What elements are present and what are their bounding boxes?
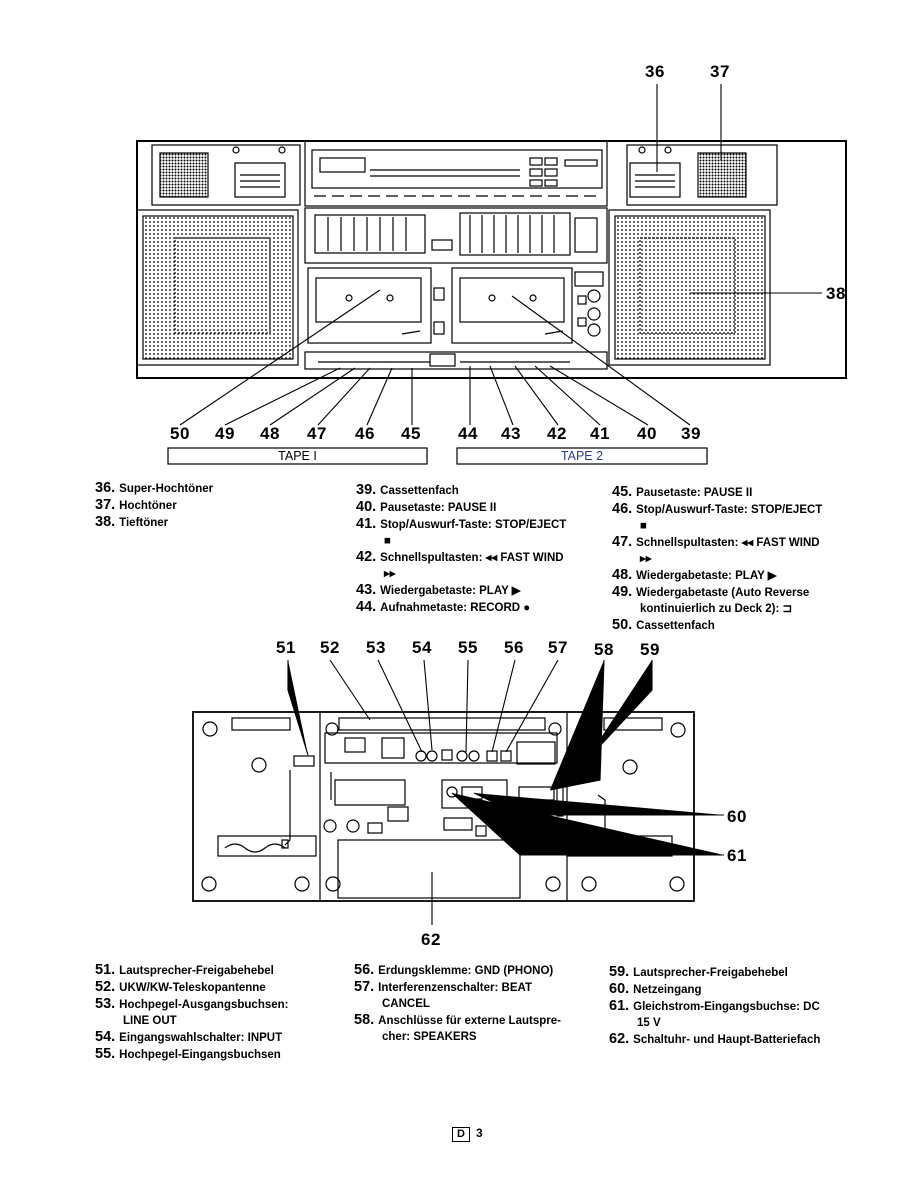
callout-60: 60	[727, 807, 747, 826]
callout-55: 55	[458, 638, 478, 657]
legend-item: 55.Hochpegel-Eingangsbuchsen	[95, 1046, 281, 1062]
language-badge: D	[452, 1127, 470, 1142]
callout-49: 49	[215, 424, 235, 443]
legend-item: 59.Lautsprecher-Freigabehebel	[609, 964, 788, 980]
callout-62: 62	[421, 930, 441, 949]
legend-bottom-col-1: 51.Lautsprecher-Freigabehebel 52.UKW/KW-…	[95, 962, 335, 1063]
legend-item: 52.UKW/KW-Teleskopantenne	[95, 979, 266, 995]
tape-1-label: TAPE I	[278, 449, 317, 463]
callout-44: 44	[458, 424, 478, 443]
callout-47: 47	[307, 424, 327, 443]
front-view-diagram	[136, 84, 847, 465]
legend-bottom-col-2: 56.Erdungsklemme: GND (PHONO) 57.Interfe…	[354, 962, 594, 1045]
callout-38: 38	[826, 284, 846, 303]
legend-top-col-1: 36.Super-Hochtöner 37.Hochtöner 38.Tieft…	[95, 480, 325, 531]
legend-item: 42.Schnellspultasten: ◂◂ FAST WIND▸▸	[356, 549, 564, 580]
legend-item: 36.Super-Hochtöner	[95, 480, 214, 496]
page-number: 3	[476, 1126, 483, 1140]
callout-59: 59	[640, 640, 660, 659]
legend-item: 51.Lautsprecher-Freigabehebel	[95, 962, 274, 978]
callout-42: 42	[547, 424, 567, 443]
callout-53: 53	[366, 638, 386, 657]
legend-item: 48.Wiedergabetaste: PLAY ▶	[612, 567, 777, 583]
callout-61: 61	[727, 846, 747, 865]
callout-51: 51	[276, 638, 296, 657]
legend-top-col-2: 39.Cassettenfach 40.Pausetaste: PAUSE II…	[356, 482, 596, 616]
legend-item: 54.Eingangswahlschalter: INPUT	[95, 1029, 283, 1045]
legend-item: 40.Pausetaste: PAUSE II	[356, 499, 497, 515]
legend-item: 50.Cassettenfach	[612, 617, 715, 633]
callout-48: 48	[260, 424, 280, 443]
legend-item: 38.Tieftöner	[95, 514, 169, 530]
legend-item: 62.Schaltuhr- und Haupt-Batteriefach	[609, 1031, 821, 1047]
callout-54: 54	[412, 638, 432, 657]
rear-view-diagram	[192, 659, 724, 925]
legend-item: 44.Aufnahmetaste: RECORD ●	[356, 599, 531, 615]
callout-41: 41	[590, 424, 610, 443]
legend-item: 53.Hochpegel-Ausgangsbuchsen:LINE OUT	[95, 996, 289, 1027]
legend-item: 60.Netzeingang	[609, 981, 702, 997]
legend-item: 56.Erdungsklemme: GND (PHONO)	[354, 962, 554, 978]
callout-56: 56	[504, 638, 524, 657]
legend-item: 46.Stop/Auswurf-Taste: STOP/EJECT■	[612, 501, 823, 532]
legend-item: 47.Schnellspultasten: ◂◂ FAST WIND▸▸	[612, 534, 820, 565]
legend-bottom-col-3: 59.Lautsprecher-Freigabehebel 60.Netzein…	[609, 964, 859, 1048]
legend-item: 45.Pausetaste: PAUSE II	[612, 484, 753, 500]
tape-2-label: TAPE 2	[560, 449, 604, 463]
legend-item: 39.Cassettenfach	[356, 482, 459, 498]
callout-40: 40	[637, 424, 657, 443]
callout-37: 37	[710, 62, 730, 81]
callout-52: 52	[320, 638, 340, 657]
callout-58: 58	[594, 640, 614, 659]
callout-45: 45	[401, 424, 421, 443]
legend-item: 37.Hochtöner	[95, 497, 177, 513]
callout-50: 50	[170, 424, 190, 443]
callout-43: 43	[501, 424, 521, 443]
callout-46: 46	[355, 424, 375, 443]
callout-36: 36	[645, 62, 665, 81]
legend-top-col-3: 45.Pausetaste: PAUSE II 46.Stop/Auswurf-…	[612, 484, 852, 634]
legend-item: 41.Stop/Auswurf-Taste: STOP/EJECT■	[356, 516, 567, 547]
legend-item: 58.Anschlüsse für externe Lautspre-cher:…	[354, 1012, 561, 1043]
callout-57: 57	[548, 638, 568, 657]
callout-39: 39	[681, 424, 701, 443]
legend-item: 43.Wiedergabetaste: PLAY ▶	[356, 582, 521, 598]
